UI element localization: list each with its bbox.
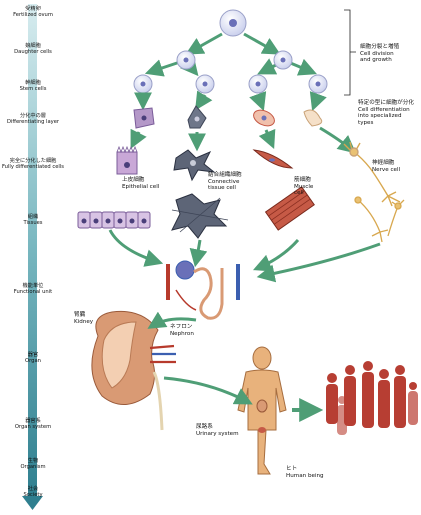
- kidney: [92, 311, 176, 430]
- epithelial-tissue: [78, 212, 150, 228]
- division-bracket: [344, 10, 356, 95]
- differentiating-cells: [134, 106, 322, 129]
- connective-tissue: [172, 194, 228, 238]
- nerve-tissue: [355, 197, 404, 242]
- fertilized-ovum: [220, 10, 246, 36]
- stem-arrows: [143, 95, 318, 106]
- diff-arrows: [133, 128, 352, 150]
- tissue-arrows: [110, 230, 380, 276]
- epithelial-cell: [117, 147, 137, 174]
- human-figure: [238, 347, 286, 474]
- muscle-cell: [254, 150, 292, 168]
- nephron: [168, 261, 238, 318]
- stem-cells: [134, 75, 327, 93]
- society-crowd: [326, 361, 418, 435]
- kidney-human-arrow: [164, 378, 248, 402]
- nerve-cell: [344, 142, 400, 206]
